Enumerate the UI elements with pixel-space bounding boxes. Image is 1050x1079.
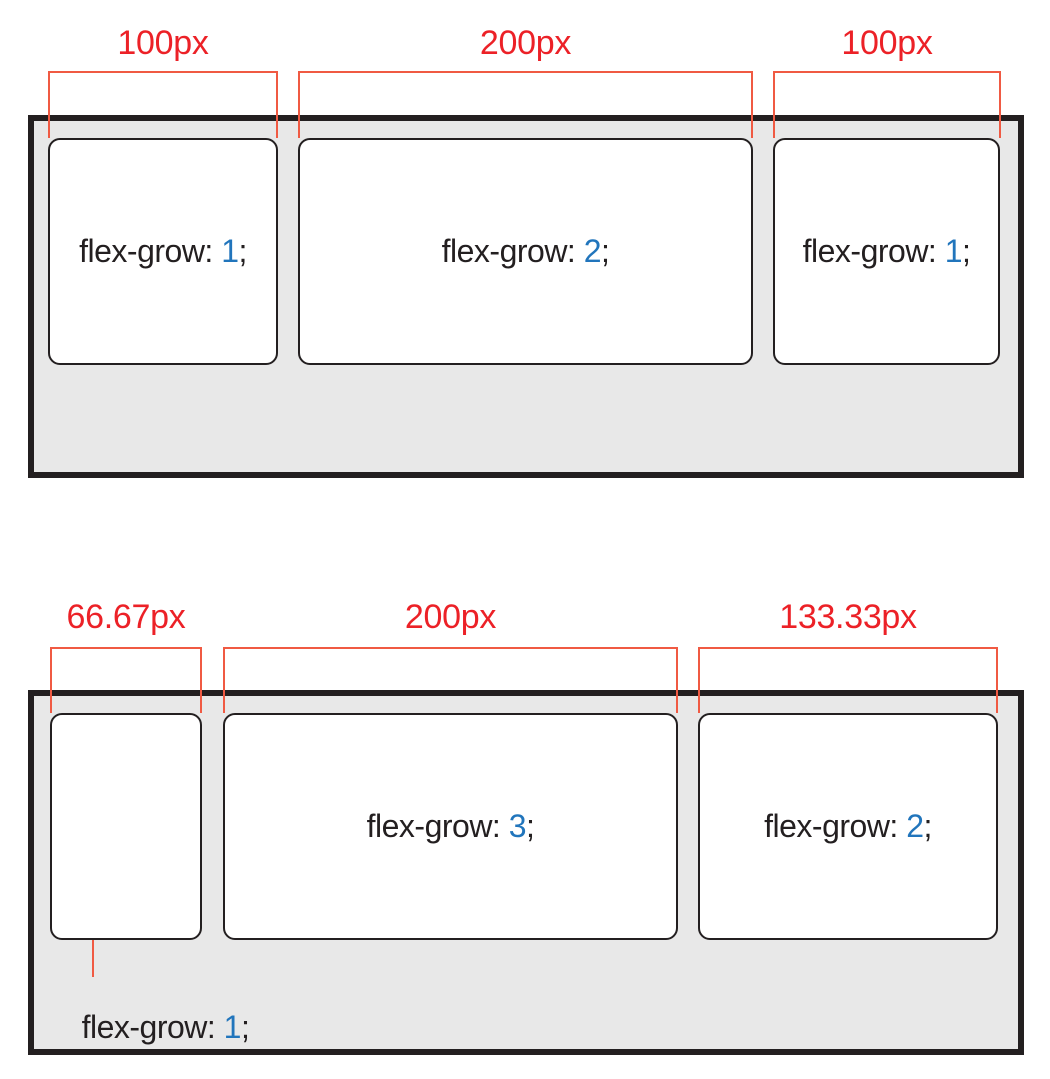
flex-item-code: flex-grow: 2; xyxy=(441,233,610,269)
dimension-bracket-icon xyxy=(298,71,753,138)
flex-item: flex-grow: 2; xyxy=(698,713,998,940)
dimension-bracket-icon xyxy=(223,647,678,713)
dimension-label-66.67px: 66.67px xyxy=(66,598,186,636)
dimension-bracket-icon xyxy=(773,71,1001,138)
flex-item-unlabeled xyxy=(50,713,202,940)
dimension-label-200px: 200px xyxy=(404,598,497,636)
flex-item-code: flex-grow: 3; xyxy=(366,808,535,844)
dimension-label-100px-right: 100px xyxy=(841,24,933,62)
flex-item-code: flex-grow: 1; xyxy=(802,233,971,269)
flex-item-caption: flex-grow: 1; xyxy=(81,1009,250,1045)
flex-item-code: flex-grow: 1; xyxy=(79,233,247,269)
flex-item-code: flex-grow: 2; xyxy=(764,808,932,844)
dimension-label-200px: 200px xyxy=(479,24,572,62)
dimension-bracket-icon xyxy=(48,71,278,138)
dimension-bracket-icon xyxy=(50,647,202,713)
flex-item: flex-grow: 1; xyxy=(773,138,1000,365)
dimension-label-133.33px: 133.33px xyxy=(779,598,917,636)
flex-item: flex-grow: 2; xyxy=(298,138,753,365)
callout-pointer-line-icon xyxy=(92,940,94,977)
dimension-label-100px-left: 100px xyxy=(117,24,209,62)
flex-item: flex-grow: 1; xyxy=(48,138,278,365)
flex-item: flex-grow: 3; xyxy=(223,713,678,940)
dimension-bracket-icon xyxy=(698,647,998,713)
